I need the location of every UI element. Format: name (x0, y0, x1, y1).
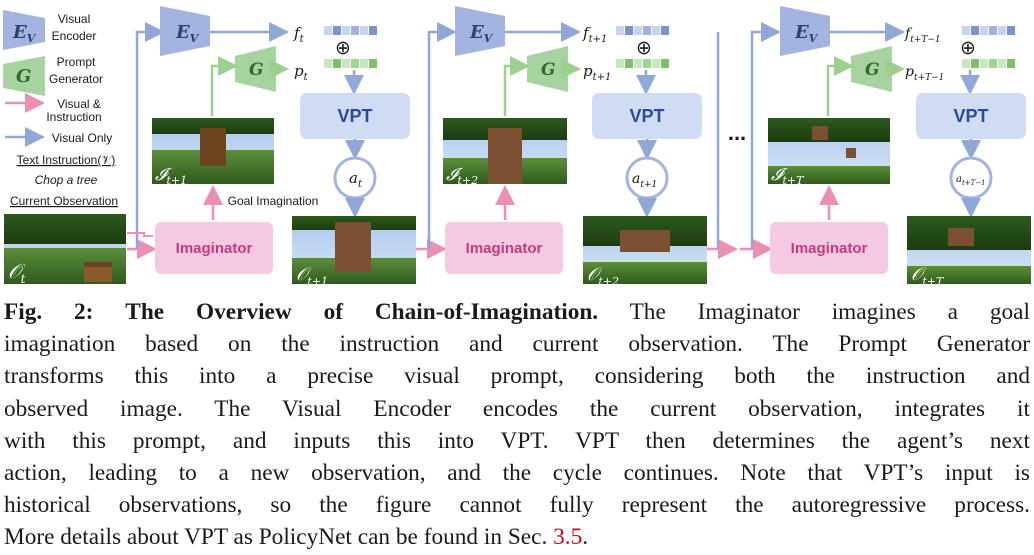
vpt-3-label: VPT (953, 106, 988, 126)
current-observation-label: Current Observation (10, 194, 118, 208)
feature-tokens-3 (962, 26, 1015, 35)
stage-1: EV G ft pt ⊕ VPT at (152, 6, 416, 288)
action-t+T-1-label: at+T−1 (956, 174, 986, 187)
imagination-to-generator-arrow-3 (826, 56, 854, 116)
legend-generator-label-2: Generator (49, 72, 103, 86)
imaginator-2-block (445, 222, 563, 274)
legend-encoder-label-1: Visual (58, 12, 90, 26)
oplus-1-icon: ⊕ (335, 37, 351, 59)
caption-line-4: observed image. The Visual Encoder encod… (4, 395, 1030, 422)
prompt-t+1-label: pt+1 (583, 62, 611, 83)
feature-tokens-1 (324, 26, 377, 35)
caption-line-8: More details about VPT as PolicyNet can … (4, 521, 1030, 553)
obs-t-to-encoder-arrow (135, 22, 165, 249)
legend-generator-label-1: Prompt (57, 55, 96, 69)
caption-line-6: action, leading to a new observation, an… (4, 460, 1030, 487)
imagination-to-generator-arrow-2 (503, 56, 530, 116)
imaginator-1-label: Imaginator (176, 240, 253, 257)
figure-caption: Fig. 2: The Overview of Chain-of-Imagina… (4, 296, 1030, 554)
feature-t+T-1-label: ft+T−1 (904, 26, 941, 45)
oplus-3-icon: ⊕ (960, 37, 976, 59)
imaginator-3-label: Imaginator (791, 240, 868, 257)
prompt-generator-3-icon (851, 46, 892, 92)
ellipsis-label: ... (728, 120, 746, 145)
visual-encoder-legend-icon (3, 10, 45, 50)
observation-t+1-image: 𝒪t+1 (292, 216, 416, 288)
feature-t-label: ft (293, 24, 305, 45)
visual-encoder-3-label: EV (794, 22, 819, 45)
stage-2: EV G ft+1 pt+1 ⊕ VPT at+1 (443, 6, 707, 288)
imagination-to-generator-arrow-1 (210, 56, 238, 116)
prompt-tokens-1 (324, 59, 377, 68)
instruction-to-imaginator-arrow (127, 232, 153, 237)
instruction-value: Chop a tree (35, 173, 98, 187)
imaginator-2-label: Imaginator (466, 240, 543, 257)
vpt-2-label: VPT (629, 106, 664, 126)
obs-t+1-to-encoder-arrow (427, 22, 457, 249)
prompt-generator-legend-icon (3, 56, 45, 96)
observation-t+2-image: 𝒪t+2 (583, 216, 707, 288)
legend: EV Visual Encoder G Prompt Generator Vis… (3, 10, 118, 208)
visual-encoder-1-label: EV (175, 22, 200, 45)
prompt-t+T-1-label: pt+T−1 (905, 64, 944, 83)
vpt-1-label: VPT (337, 106, 372, 126)
legend-visual-instruction-label-2: Instruction (46, 110, 101, 124)
visual-encoder-1-icon (160, 6, 210, 56)
prompt-t-label: pt (294, 62, 309, 83)
caption-text-8: More details about VPT as PolicyNet can … (4, 524, 548, 551)
vpt-3-block (916, 93, 1026, 139)
caption-end-period: . (582, 524, 589, 551)
stage-3: EV G ft+T−1 pt+T−1 ⊕ VPT at+T−1 (768, 6, 1031, 288)
prompt-generator-2-icon (527, 46, 568, 92)
prompt-generator-2-label: G (541, 60, 556, 80)
caption-line-2: imagination based on the instruction and… (4, 331, 1030, 358)
caption-line-1: Fig. 2: The Overview of Chain-of-Imagina… (4, 296, 1030, 328)
feature-t+1-label: ft+1 (582, 24, 607, 45)
prompt-generator-1-label: G (249, 60, 264, 80)
imaginator-3-block (770, 222, 888, 274)
prompt-tokens-3 (962, 59, 1015, 68)
feature-tokens-2 (616, 26, 669, 35)
observation-t-image: 𝒪t (4, 214, 126, 286)
action-t-label: at (349, 169, 363, 190)
vpt-2-block (592, 93, 702, 139)
action-t+1-label: at+1 (632, 171, 657, 190)
continuation-to-encoder-arrow (750, 22, 781, 249)
caption-title: The Overview of Chain-of-Imagination. (125, 299, 599, 325)
caption-text-1: The Imaginator imagines a goal (629, 299, 1030, 325)
prompt-generator-1-icon (235, 46, 276, 92)
vpt-1-block (300, 93, 410, 139)
chain-of-imagination-diagram: EV Visual Encoder G Prompt Generator Vis… (3, 6, 1031, 288)
caption-fig-label: Fig. 2: (4, 299, 94, 325)
prompt-generator-3-label: G (865, 60, 880, 80)
goal-imagination-label: Goal Imagination (228, 194, 319, 208)
observation-t+T-image: 𝒪t+T (907, 216, 1031, 288)
imagination-t+1-image: 𝓘t+1 (152, 118, 274, 187)
section-ref-link[interactable]: 3.5 (553, 524, 583, 551)
legend-visual-only-label: Visual Only (52, 131, 112, 145)
oplus-2-icon: ⊕ (636, 37, 652, 59)
legend-encoder-symbol: EV (12, 22, 37, 45)
imaginator-1-block (155, 222, 273, 274)
caption-line-5: with this prompt, and inputs this into V… (4, 427, 1030, 454)
caption-line-7: historical observations, so the figure c… (4, 492, 1030, 519)
visual-encoder-2-icon (455, 6, 505, 56)
visual-encoder-3-icon (780, 6, 830, 56)
text-instruction-label: Text Instruction(𝒱) (17, 153, 116, 167)
imagination-t+2-image: 𝓘t+2 (443, 118, 567, 187)
caption-line-3: transforms this into a precise visual pr… (4, 363, 1030, 390)
legend-generator-symbol: G (16, 66, 31, 87)
legend-visual-instruction-label-1: Visual & (57, 97, 101, 111)
imagination-t+T-image: 𝓘t+T (768, 118, 890, 187)
legend-encoder-label-2: Encoder (52, 29, 97, 43)
prompt-tokens-2 (616, 59, 669, 68)
visual-encoder-2-label: EV (469, 22, 494, 45)
